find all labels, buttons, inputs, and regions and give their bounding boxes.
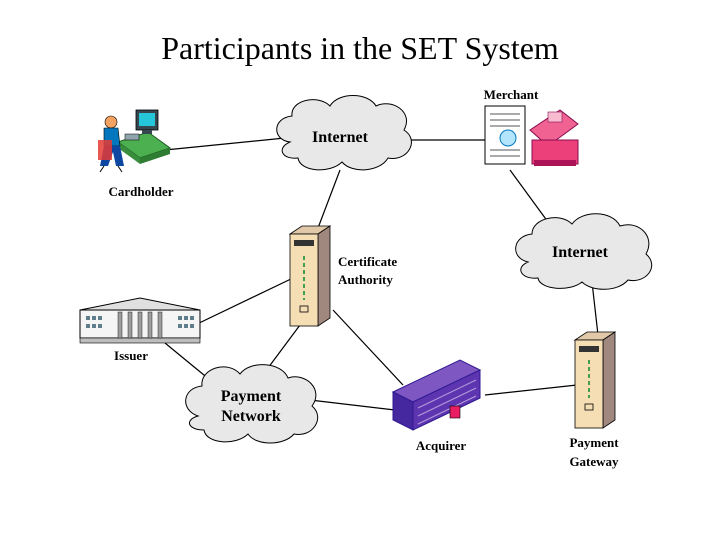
certificate-authority-node: Certificate Authority bbox=[288, 225, 397, 327]
payment-network-label-line1: Payment bbox=[221, 388, 282, 405]
link-payment-network-acquirer bbox=[309, 399, 396, 411]
internet-cloud-top: Internet bbox=[276, 95, 412, 171]
connection-lines bbox=[164, 137, 599, 411]
issuer-node: Issuer bbox=[79, 297, 201, 363]
cardholder-label: Cardholder bbox=[109, 184, 174, 199]
link-issuer-payment-network bbox=[164, 342, 211, 381]
payment-network-cloud: Payment Network bbox=[185, 364, 319, 444]
internet-cloud-right: Internet bbox=[515, 213, 653, 290]
page-title: Participants in the SET System bbox=[161, 30, 559, 66]
link-ca-acquirer bbox=[332, 309, 404, 386]
link-acquirer-gateway bbox=[484, 384, 578, 396]
cardholder-icon bbox=[98, 109, 172, 173]
link-cardholder-internet bbox=[164, 137, 286, 151]
link-ca-issuer bbox=[194, 277, 294, 326]
ca-label-line2: Authority bbox=[338, 272, 393, 287]
acquirer-building-icon bbox=[391, 359, 482, 431]
gateway-label-line2: Gateway bbox=[569, 454, 619, 469]
link-ca-payment-network bbox=[264, 324, 301, 373]
issuer-label: Issuer bbox=[114, 348, 148, 363]
issuer-bank-icon bbox=[79, 297, 201, 344]
acquirer-label: Acquirer bbox=[416, 438, 467, 453]
ca-label-line1: Certificate bbox=[338, 254, 397, 269]
merchant-icon bbox=[484, 105, 579, 166]
internet-top-label: Internet bbox=[312, 129, 369, 146]
cardholder-node: Cardholder bbox=[98, 109, 174, 199]
internet-right-label: Internet bbox=[552, 244, 609, 261]
merchant-label: Merchant bbox=[484, 87, 539, 102]
gateway-label-line1: Payment bbox=[569, 435, 619, 450]
payment-network-label-line2: Network bbox=[221, 408, 281, 425]
merchant-node: Merchant bbox=[484, 87, 579, 166]
gateway-server-icon bbox=[573, 331, 617, 429]
acquirer-node: Acquirer bbox=[391, 359, 482, 453]
payment-gateway-node: Payment Gateway bbox=[569, 331, 619, 469]
link-internet-ca bbox=[317, 169, 341, 229]
link-merchant-internet bbox=[509, 169, 549, 223]
ca-server-icon bbox=[288, 225, 332, 327]
link-internet-gateway bbox=[591, 281, 599, 336]
